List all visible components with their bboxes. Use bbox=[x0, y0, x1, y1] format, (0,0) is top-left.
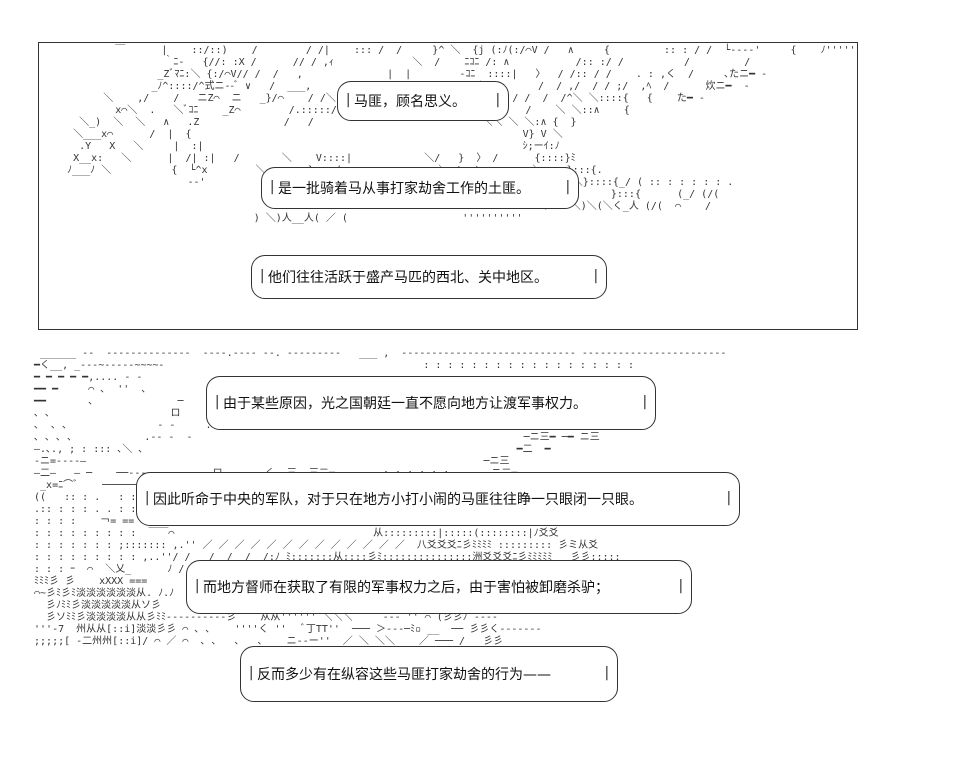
speech-bubble-3: 他们往往活跃于盛产马匹的西北、关中地区。 bbox=[251, 255, 607, 299]
lower-panel: ______ -- ‐‐‐‐‐‐‐‐‐‐‐‐‐‐ ‐‐‐‐.‐‐‐‐ ‐‐. ‐… bbox=[28, 348, 933, 768]
speech-bubble-7: 反而多少有在纵容这些马匪打家劫舍的行为—— bbox=[240, 646, 618, 702]
bubble-text-1: 马匪，顾名思义。 bbox=[354, 94, 466, 110]
bubble-text-2: 是一批骑着马从事打家劫舍工作的土匪。 bbox=[278, 181, 530, 197]
speech-bubble-4: 由于某些原因，光之国朝廷一直不愿向地方让渡军事权力。 bbox=[206, 376, 656, 430]
bubble-text-4: 由于某些原因，光之国朝廷一直不愿向地方让渡军事权力。 bbox=[223, 396, 587, 412]
speech-bubble-2: 是一批骑着马从事打家劫舍工作的土匪。 bbox=[261, 167, 579, 209]
bubble-text-5: 因此听命于中央的军队，对于只在地方小打小闹的马匪往往睁一只眼闭一只眼。 bbox=[153, 492, 643, 508]
top-panel: ￣ | ::/::) / / /| ::: / / }^ ＼ {j (:ﾉ(:/… bbox=[38, 42, 858, 330]
speech-bubble-1: 马匪，顾名思义。 bbox=[337, 81, 509, 121]
speech-bubble-6: 而地方督师在获取了有限的军事权力之后，由于害怕被卸磨杀驴； bbox=[186, 560, 692, 614]
speech-bubble-5: 因此听命于中央的军队，对于只在地方小打小闹的马匪往往睁一只眼闭一只眼。 bbox=[136, 472, 740, 526]
bubble-text-3: 他们往往活跃于盛产马匹的西北、关中地区。 bbox=[268, 270, 548, 286]
bubble-text-6: 而地方督师在获取了有限的军事权力之后，由于害怕被卸磨杀驴； bbox=[203, 580, 609, 596]
bubble-text-7: 反而多少有在纵容这些马匪打家劫舍的行为—— bbox=[257, 667, 551, 683]
